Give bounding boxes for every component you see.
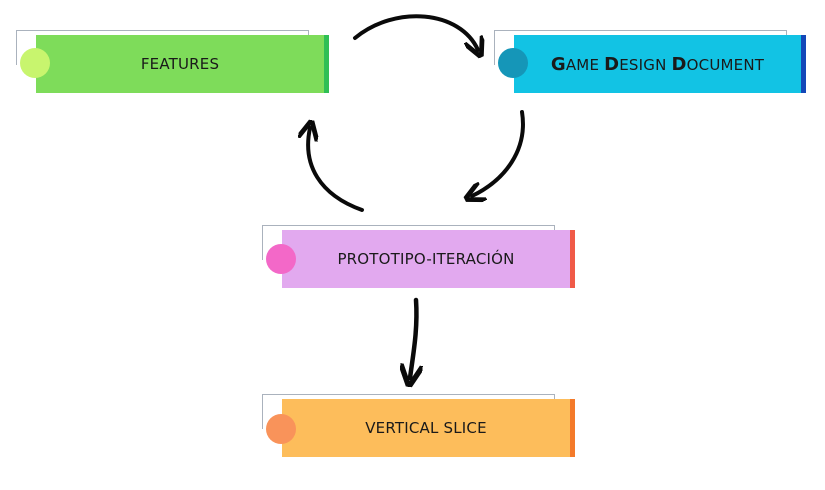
node-vertical-slice[interactable]: VERTICAL SLICE <box>282 399 575 457</box>
arrow-gdd-to-prototipo <box>472 110 525 196</box>
features-frame-right <box>308 30 309 36</box>
prototipo-dot <box>266 244 296 274</box>
node-features[interactable]: FEATURES <box>36 35 329 93</box>
gdd-label: GAME DESIGN DOCUMENT <box>550 53 765 75</box>
node-prototipo-iteracion[interactable]: PROTOTIPO-ITERACIÓN <box>282 230 575 288</box>
vertical-edge <box>570 399 575 457</box>
vertical-frame <box>262 394 555 429</box>
prototipo-frame <box>262 225 555 260</box>
gdd-edge <box>801 35 806 93</box>
prototipo-label: PROTOTIPO-ITERACIÓN <box>337 250 515 268</box>
features-dot <box>20 48 50 78</box>
vertical-dot <box>266 414 296 444</box>
arrow-prototipo-to-vertical <box>410 297 416 378</box>
gdd-frame-right <box>786 30 787 36</box>
features-edge <box>324 35 329 93</box>
gdd-frame <box>494 30 787 65</box>
gdd-dot <box>498 48 528 78</box>
vertical-label: VERTICAL SLICE <box>365 419 487 437</box>
prototipo-edge <box>570 230 575 288</box>
arrow-features-to-gdd <box>353 14 478 50</box>
vertical-frame-right <box>554 394 555 400</box>
arrow-prototipo-to-features <box>308 128 364 212</box>
prototipo-frame-right <box>554 225 555 231</box>
features-frame <box>16 30 309 65</box>
features-label: FEATURES <box>140 55 220 73</box>
node-game-design-document[interactable]: GAME DESIGN DOCUMENT <box>514 35 806 93</box>
